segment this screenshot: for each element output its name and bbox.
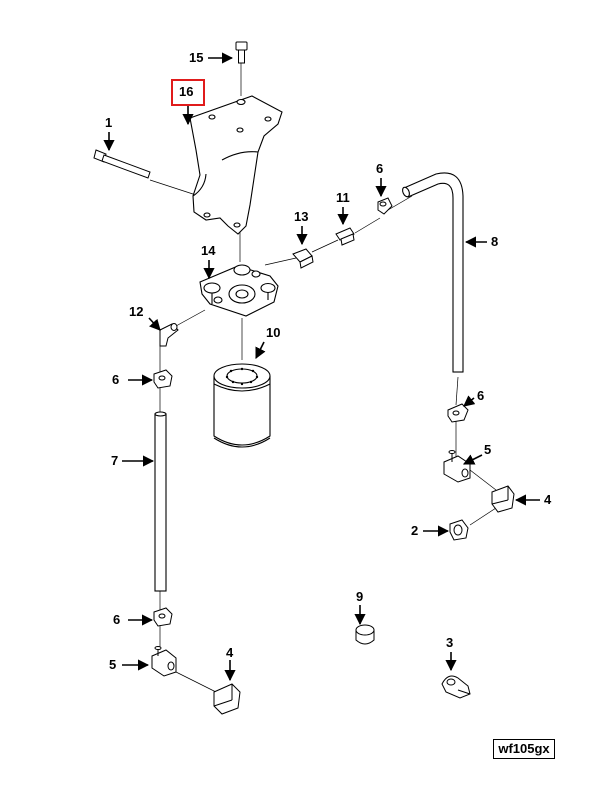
filter-head-part-14	[199, 264, 279, 317]
bracket-part-16	[189, 95, 283, 235]
callout-6-left-lower[interactable]: 6	[113, 612, 121, 627]
callout-2[interactable]: 2	[411, 523, 419, 538]
connector-part-4-left	[213, 683, 241, 715]
callout-8[interactable]: 8	[491, 234, 499, 249]
bolt-part-15	[235, 41, 248, 64]
callout-11[interactable]: 11	[336, 190, 350, 205]
callout-10[interactable]: 10	[266, 325, 281, 340]
cap-part-9	[355, 624, 375, 645]
callout-3[interactable]: 3	[446, 635, 454, 650]
long-bolt-part-1	[93, 149, 151, 179]
filter-canister-part-10	[213, 363, 271, 448]
hose-part-8	[402, 172, 464, 373]
callout-7[interactable]: 7	[111, 453, 119, 468]
clamp-part-6-right	[447, 403, 469, 423]
fitting-part-11	[335, 227, 355, 246]
callout-5-left[interactable]: 5	[109, 657, 117, 672]
callout-6-left-upper[interactable]: 6	[112, 372, 120, 387]
callout-5-right[interactable]: 5	[484, 442, 492, 457]
hose-part-7	[154, 411, 167, 592]
callout-6-right[interactable]: 6	[477, 388, 485, 403]
clip-part-3	[441, 675, 471, 699]
callout-arrows	[103, 52, 540, 682]
tee-fitting-part-5-right	[443, 450, 471, 483]
clamp-part-6-top	[377, 197, 393, 215]
callout-14[interactable]: 14	[201, 243, 216, 258]
callout-15[interactable]: 15	[189, 50, 204, 65]
callout-4-right[interactable]: 4	[544, 492, 552, 507]
reference-code-label: wf105gx	[493, 739, 555, 759]
callout-4-left[interactable]: 4	[226, 645, 234, 660]
callout-12[interactable]: 12	[129, 304, 144, 319]
callout-6-top[interactable]: 6	[376, 161, 384, 176]
connector-part-4-right	[491, 485, 515, 513]
callout-1[interactable]: 1	[105, 115, 113, 130]
selected-callout-highlight	[171, 79, 205, 106]
fitting-part-2	[449, 519, 469, 541]
clamp-part-6-left-upper	[153, 369, 173, 389]
clamp-part-6-left-lower	[153, 607, 173, 627]
fitting-part-13	[292, 248, 314, 269]
callout-16[interactable]: 16	[179, 84, 194, 99]
elbow-fitting-part-12	[159, 323, 179, 347]
leader-lines	[149, 62, 497, 693]
callout-9[interactable]: 9	[356, 589, 364, 604]
callout-13[interactable]: 13	[294, 209, 309, 224]
tee-fitting-part-5-left	[151, 646, 177, 677]
